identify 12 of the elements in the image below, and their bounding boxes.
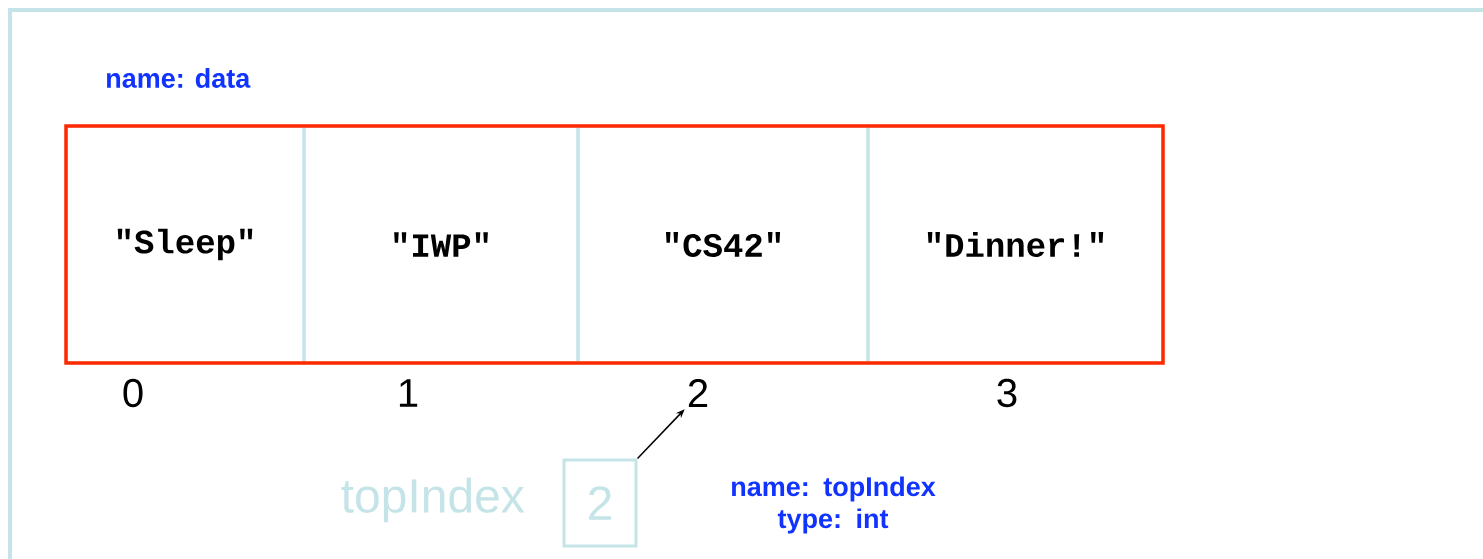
index-number: 2 — [688, 379, 708, 407]
array-cell: "IWP" — [302, 124, 580, 365]
variable-box: 2 — [562, 458, 638, 548]
variable-label: topIndex — [341, 477, 525, 523]
index-number: 1 — [399, 379, 418, 407]
array-name: name: data — [107, 68, 251, 88]
array-cell: "Dinner!" — [866, 124, 1165, 365]
variable-note: name: topIndex type: int — [732, 476, 936, 534]
index-number: 0 — [123, 378, 143, 408]
array-cell: "Sleep" — [64, 124, 306, 365]
index-number: 3 — [997, 378, 1017, 408]
array-cell: "CS42" — [576, 124, 870, 365]
